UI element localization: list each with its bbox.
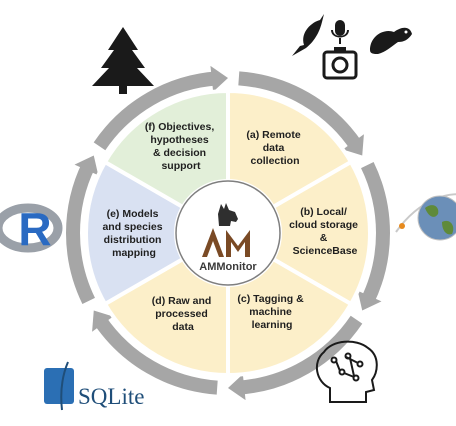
segment-label-e: (e) Models and species distribution mapp… (102, 208, 165, 259)
ring-arc-c (238, 315, 363, 395)
ring-arrowhead-d (92, 310, 114, 332)
svg-text:R: R (18, 203, 51, 255)
ring-arrowhead-c (228, 374, 246, 401)
segment-label-d: (d) Raw and processed data (152, 295, 214, 333)
ring-arrowhead-b (357, 290, 382, 311)
segment-label-b: (b) Local/ cloud storage & ScienceBase (289, 206, 361, 257)
bird-icon (292, 14, 324, 56)
wolf-icon (218, 203, 238, 226)
sqlite-logo-icon: SQLite (44, 361, 144, 411)
ammonitor-logo: AMMonitor (175, 180, 281, 286)
cycle-ring (66, 65, 390, 401)
weasel-icon (370, 27, 412, 54)
globe-icon (395, 193, 456, 241)
ring-arc-e (66, 161, 96, 305)
microphone-icon (331, 20, 349, 44)
ring-arrowhead-f (210, 65, 228, 92)
ring-arc-b (360, 161, 390, 305)
ring-arrowhead-a (342, 134, 364, 156)
ring-arc-a (238, 71, 363, 151)
pine-tree-icon (92, 27, 154, 94)
segment-label-a: (a) Remote data collection (246, 129, 303, 167)
am-mark-icon (202, 228, 250, 257)
segment-label-f: (f) Objectives, hypotheses & decision su… (145, 121, 217, 172)
ring-arrowhead-e (74, 155, 99, 176)
cycle-segments (84, 88, 372, 378)
neural-network-icon (315, 340, 378, 403)
ring-arc-f (93, 71, 218, 151)
segment-labels: (a) Remote data collection (b) Local/ cl… (102, 121, 361, 333)
segment-label-c: (c) Tagging & machine learning (237, 293, 306, 331)
camera-icon (322, 47, 358, 80)
logo-text: AMMonitor (199, 261, 257, 273)
r-logo-icon: R (0, 203, 63, 255)
ring-arc-d (93, 315, 218, 395)
svg-text:SQLite: SQLite (78, 384, 144, 409)
